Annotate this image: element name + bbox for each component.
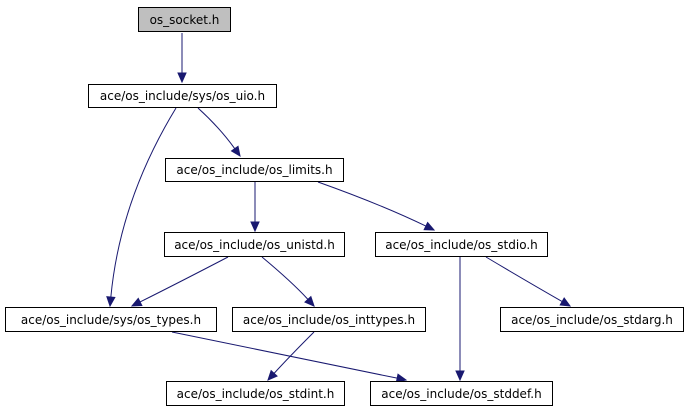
node-os-inttypes-h[interactable]: ace/os_include/os_inttypes.h	[232, 307, 426, 332]
arrowhead-stdio-to-stdarg	[559, 297, 572, 307]
edge-sys_types-to-stddef	[171, 331, 398, 379]
edge-stdio-to-stdarg	[485, 256, 563, 302]
node-label: ace/os_include/os_limits.h	[176, 163, 333, 177]
edge-sys_uio-to-sys_types	[110, 107, 177, 298]
edge-unistd-to-sys_types	[139, 256, 229, 303]
edge-inttypes-to-stdint	[273, 331, 315, 374]
arrowhead-sys_uio-to-limits	[230, 145, 241, 158]
node-label: ace/os_include/os_stddef.h	[381, 386, 542, 401]
arrowhead-inttypes-to-stdint	[267, 369, 278, 381]
arrowhead-stdio-to-stddef	[455, 370, 465, 382]
arrowhead-unistd-to-sys_types	[130, 297, 143, 307]
edge-unistd-to-inttypes	[261, 256, 309, 300]
node-label: ace/os_include/os_unistd.h	[174, 237, 335, 252]
node-os-stdarg-h[interactable]: ace/os_include/os_stdarg.h	[500, 307, 684, 332]
node-label: ace/os_include/os_stdio.h	[385, 237, 538, 252]
node-os-stdio-h[interactable]: ace/os_include/os_stdio.h	[375, 232, 548, 257]
node-label: ace/os_include/sys/os_uio.h	[99, 89, 266, 103]
node-os-socket-h[interactable]: os_socket.h	[138, 7, 231, 32]
node-os-limits-h[interactable]: ace/os_include/os_limits.h	[165, 158, 344, 182]
node-os-stddef-h[interactable]: ace/os_include/os_stddef.h	[370, 381, 553, 406]
edge-limits-to-stdio	[317, 181, 427, 227]
node-label: ace/os_include/os_stdint.h	[176, 386, 335, 401]
arrowhead-limits-to-unistd	[250, 221, 260, 233]
arrowhead-limits-to-stdio	[423, 221, 436, 231]
arrowhead-sys_uio-to-sys_types	[106, 296, 116, 308]
node-label: ace/os_include/os_stdarg.h	[511, 312, 673, 327]
node-sys-os-types-h[interactable]: ace/os_include/sys/os_types.h	[5, 307, 217, 332]
edge-sys_uio-to-limits	[197, 107, 236, 149]
node-os-stdint-h[interactable]: ace/os_include/os_stdint.h	[166, 381, 345, 406]
node-label: ace/os_include/sys/os_types.h	[20, 312, 202, 327]
arrowhead-unistd-to-inttypes	[304, 295, 315, 307]
node-label: os_socket.h	[149, 12, 220, 27]
node-os-unistd-h[interactable]: ace/os_include/os_unistd.h	[164, 232, 345, 257]
node-label: ace/os_include/os_inttypes.h	[242, 312, 416, 327]
arrowhead-os_socket-to-sys_uio	[177, 72, 187, 84]
node-sys-os-uio-h[interactable]: ace/os_include/sys/os_uio.h	[88, 84, 277, 108]
